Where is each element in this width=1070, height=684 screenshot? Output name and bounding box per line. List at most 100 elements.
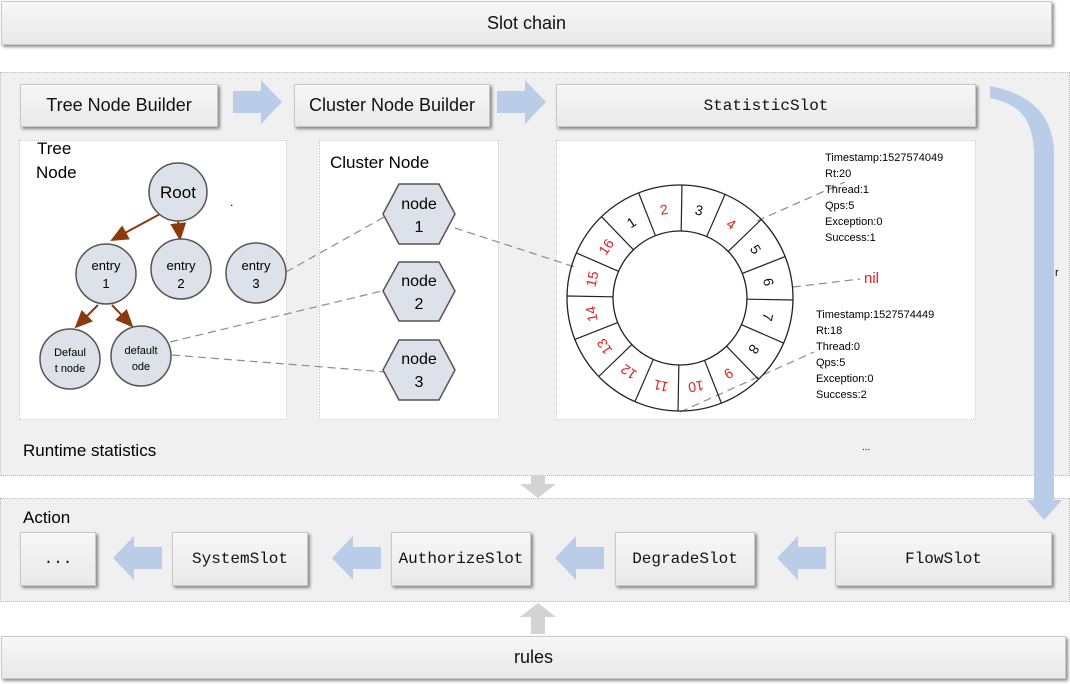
tree-title-line1: Tree (37, 139, 71, 158)
default2-line2: ode (132, 361, 150, 373)
tree-node-entry2 (150, 238, 212, 300)
ring-slot-label: 11 (652, 377, 670, 396)
ring-divider (574, 321, 618, 340)
curved-flow-arrow (990, 86, 1062, 520)
rules-box: rules (1, 636, 1066, 679)
runtime-statistics-label: Runtime statistics (23, 441, 156, 460)
stats1-success: Success:1 (825, 232, 876, 244)
ring-slot-label: 15 (583, 269, 602, 288)
ellipsis-slot-box: ... (20, 532, 96, 586)
action-label: Action (23, 508, 70, 527)
ellipsis-slot-label: ... (43, 550, 73, 568)
arrow-right-icon (497, 80, 546, 124)
stats1-rt: Rt:20 (825, 168, 851, 180)
degrade-slot-label: DegradeSlot (632, 550, 738, 568)
ring-divider (567, 295, 614, 298)
ring-slot-label: 5 (747, 242, 765, 257)
r-mark: r (1055, 267, 1059, 279)
ring-divider (726, 345, 759, 380)
ring-divider (742, 256, 786, 275)
flow-slot-box: FlowSlot (835, 532, 1052, 586)
cluster-title: Cluster Node (330, 153, 429, 172)
stats2-timestamp: Timestamp:1527574449 (816, 309, 934, 321)
tree-node-default1 (39, 328, 101, 390)
dashed-links (169, 181, 861, 413)
arrow-down-icon (520, 476, 556, 498)
root-label: Root (160, 183, 196, 202)
tree-node-default2 (110, 325, 172, 387)
statistic-slot-box: StatisticSlot (556, 84, 976, 127)
entry3-line2: 3 (252, 276, 259, 291)
ring-divider (706, 194, 726, 237)
stats1-timestamp: Timestamp:1527574049 (825, 152, 943, 164)
arrow-left-icon (555, 536, 604, 580)
ring-divider (746, 298, 793, 301)
stats1-thread: Thread:1 (825, 184, 869, 196)
system-slot-box: SystemSlot (172, 532, 308, 586)
default1-line1: Defaul (54, 347, 86, 359)
node3-line2: 3 (415, 374, 424, 391)
entry1-line1: entry (92, 258, 121, 273)
entry1-line2: 1 (102, 276, 109, 291)
cluster-node-builder-box: Cluster Node Builder (294, 84, 490, 127)
ring-divider (601, 216, 634, 251)
node2-line1: node (401, 273, 437, 290)
cluster-node-2 (382, 261, 456, 322)
stats1-qps: Qps:5 (825, 200, 854, 212)
default1-line2: t node (55, 363, 86, 375)
ring-slot-label: 1 (624, 213, 639, 231)
ring-divider (677, 364, 680, 411)
tree-edge (74, 304, 99, 329)
nil-label: nil (864, 270, 879, 287)
ring-slot-label: 8 (745, 342, 763, 358)
tree-edge (110, 213, 161, 241)
entry2-line1: entry (167, 258, 196, 273)
ring-slot-label: 13 (593, 336, 615, 358)
node3-line1: node (401, 351, 437, 368)
tree-edge (170, 220, 187, 241)
tree-node-entry3 (225, 242, 287, 304)
flow-slot-label: FlowSlot (905, 550, 982, 568)
ring-slot-label: 4 (724, 215, 740, 233)
tree-node-builder-label: Tree Node Builder (46, 95, 192, 115)
ring-divider (598, 344, 633, 377)
node1-line1: node (401, 196, 437, 213)
ring-slot-label: 6 (760, 277, 777, 288)
slot-chain-label: Slot chain (486, 12, 567, 33)
ring-slot-label: 2 (659, 201, 670, 218)
authorize-slot-box: AuthorizeSlot (391, 532, 531, 586)
arrow-right-icon (233, 80, 282, 124)
stats2-rt: Rt:18 (816, 325, 842, 337)
ring-slot-label: 14 (582, 305, 601, 323)
rules-label: rules (513, 647, 553, 667)
node1-line2: 1 (415, 219, 424, 236)
entry2-line2: 2 (177, 276, 184, 291)
cluster-node-3 (382, 339, 456, 401)
tree-node-root (148, 162, 208, 222)
default2-line1: default (124, 345, 157, 357)
ring-divider (741, 324, 784, 344)
dot-mark: . (230, 195, 233, 209)
ring-divider (638, 192, 657, 236)
tree-node-builder-box: Tree Node Builder (20, 84, 218, 127)
stats1-exception: Exception:0 (825, 216, 882, 228)
stats2-exception: Exception:0 (816, 373, 873, 385)
node2-line2: 2 (415, 296, 424, 313)
stats2-success: Success:2 (816, 389, 867, 401)
ring-divider (727, 219, 762, 252)
ring-slot-label: 7 (759, 312, 776, 323)
stats2-qps: Qps:5 (816, 357, 845, 369)
tree-edge (111, 304, 134, 328)
ring-slot-label: 3 (694, 201, 705, 218)
entry3-line1: entry (242, 258, 271, 273)
cluster-node-builder-label: Cluster Node Builder (308, 95, 476, 115)
ring-divider (576, 252, 619, 272)
ring-slot-label: 9 (721, 365, 736, 383)
ring-divider (680, 185, 683, 232)
ring-slot-label: 12 (618, 361, 640, 383)
slot-chain-header: Slot chain (1, 1, 1052, 45)
arrow-left-icon (332, 536, 381, 580)
cluster-node-1 (382, 183, 456, 245)
